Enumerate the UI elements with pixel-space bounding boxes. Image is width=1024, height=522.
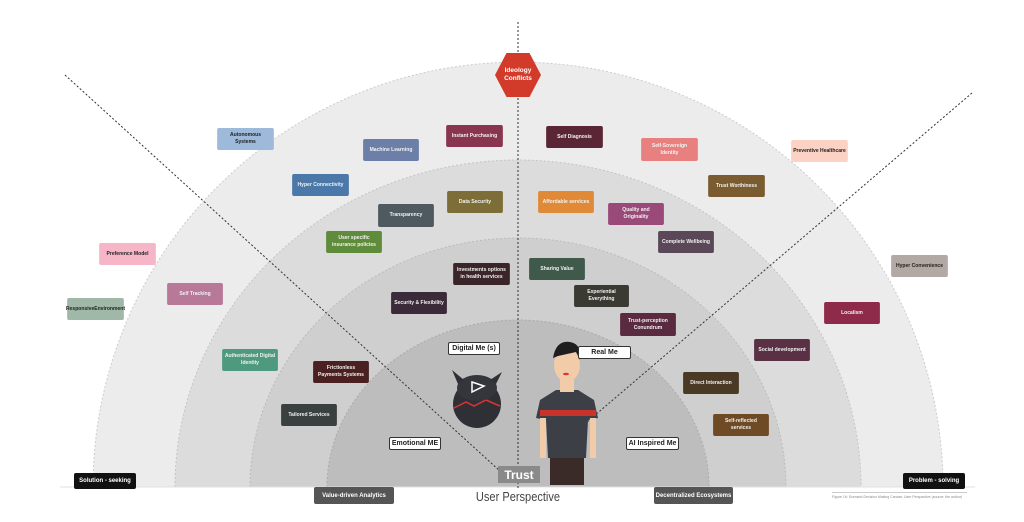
- label-emotional-me: Emotional ME: [389, 437, 441, 450]
- box-security-flexibility: Security & Flexibility: [391, 292, 447, 314]
- box-trust-perception: Trust-perception Conundrum: [620, 313, 676, 336]
- bubble-real-me: Real Me: [578, 346, 631, 359]
- box-data-security: Data Security: [447, 191, 503, 213]
- box-transparency: Transparency: [378, 204, 434, 227]
- box-self-diagnosis: Self Diagnosis: [546, 126, 603, 148]
- box-quality-originality: Quality and Originality: [608, 203, 664, 225]
- box-autonomous-systems: Autonomous Systems: [217, 128, 274, 150]
- trust-label: Trust: [498, 466, 540, 483]
- box-trust-worthiness: Trust Worthiness: [708, 175, 765, 197]
- decentralized-ecosystems-label: Decentralized Ecosystems: [654, 487, 733, 504]
- value-driven-analytics-label: Value-driven Analytics: [314, 487, 394, 504]
- box-self-reflected-services: Self-reflected services: [713, 414, 769, 436]
- box-complete-wellbeing: Complete Wellbeing: [658, 231, 714, 253]
- label-ai-inspired-me: AI Inspired Me: [626, 437, 679, 450]
- box-frictionless-payments: Frictionless Payments Systems: [313, 361, 369, 383]
- box-machine-learning: Machine Learning: [363, 139, 419, 161]
- box-tailored-services: Tailored Services: [281, 404, 337, 426]
- diagonal-left: [64, 74, 513, 483]
- box-self-tracking: Self Tracking: [167, 283, 223, 305]
- diagonal-right: [579, 92, 973, 429]
- box-hyper-connectivity: Hyper Connectivity: [292, 174, 349, 196]
- box-authenticated-digital-identity: Authenticated Digital Identity: [222, 349, 278, 371]
- box-user-specific-insurance: User specific insurance policies: [326, 231, 382, 253]
- box-sharing-value: Sharing Value: [529, 258, 585, 280]
- diagram-title: User Perspective: [475, 489, 561, 504]
- real-me-person: [536, 341, 598, 485]
- box-social-development: Social development: [754, 339, 810, 361]
- box-self-sovereign-identity: Self-Sovereign Identity: [641, 138, 698, 161]
- box-experiential-everything: Experiential Everything: [574, 285, 629, 307]
- box-instant-purchasing: Instant Purchasing: [446, 125, 503, 147]
- problem-solving-label: Problem - solving: [903, 473, 965, 489]
- box-preventive-healthcare: Preventive Healthcare: [791, 140, 848, 162]
- box-investments-options: Investments options in health services: [453, 263, 510, 285]
- figure-caption: Figure 16: Scenario Decision Making Canv…: [832, 492, 967, 499]
- box-preference-model: Preference Model: [99, 243, 156, 265]
- digital-me-robot: [452, 370, 502, 428]
- box-direct-interaction: Direct Interaction: [683, 372, 739, 394]
- box-responsive-environment: ResponsiveEnvironment: [66, 298, 125, 320]
- solution-seeking-label: Solution - seeking: [74, 473, 136, 489]
- box-affordable-services: Affordable services: [538, 191, 594, 213]
- box-hyper-convenience: Hyper Convenience: [891, 255, 948, 277]
- box-localism: Localism: [824, 302, 880, 324]
- bubble-digital-me: Digital Me (s): [448, 342, 500, 355]
